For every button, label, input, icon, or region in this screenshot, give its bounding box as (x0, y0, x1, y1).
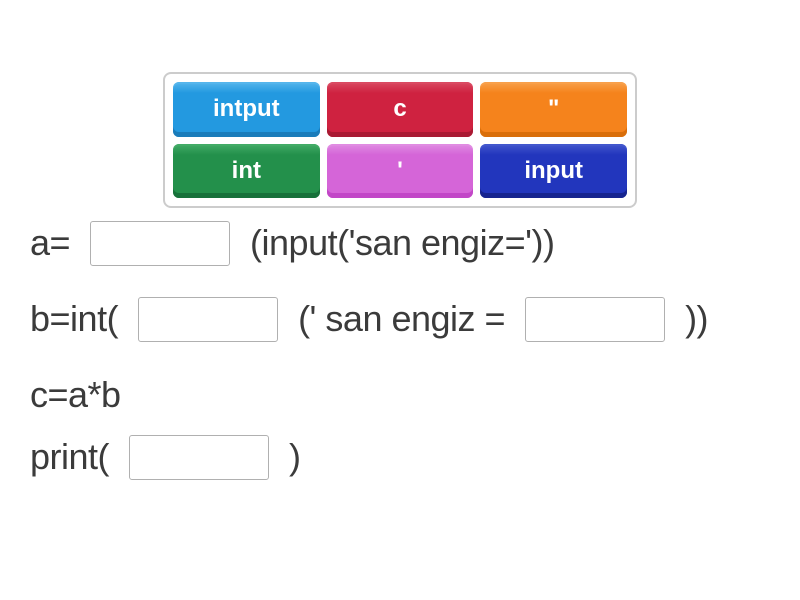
code-text: )) (685, 298, 709, 339)
code-text: (' san engiz = (298, 298, 506, 339)
word-tile-4[interactable]: int (173, 143, 320, 198)
word-tile-label: c (393, 95, 407, 123)
word-tile-5[interactable]: ' (326, 143, 474, 198)
code-text: (input('san engiz=')) (250, 222, 555, 263)
code-text: print( (30, 436, 110, 477)
code-line-4: print() (30, 432, 790, 482)
word-tile-label: intput (213, 95, 280, 123)
word-bank: intput c " int ' input (163, 72, 637, 208)
word-tile-2[interactable]: c (326, 82, 474, 137)
code-text: ) (289, 436, 301, 477)
answer-blank[interactable] (90, 220, 231, 266)
word-tile-6[interactable]: input (480, 143, 627, 198)
answer-blank[interactable] (129, 434, 270, 480)
word-tile-label: ' (397, 156, 403, 184)
code-line-1: a= (input('san engiz=')) (30, 218, 790, 268)
word-tile-label: int (231, 156, 261, 184)
word-tile-label: " (547, 95, 560, 123)
word-tile-label: input (524, 156, 583, 184)
answer-blank[interactable] (138, 296, 279, 342)
answer-blank[interactable] (525, 296, 666, 342)
word-tile-3[interactable]: " (480, 82, 627, 137)
code-line-2: b=int( (' san engiz =)) (30, 294, 790, 344)
exercise-lines: a= (input('san engiz=')) b=int( (' san engi… (30, 218, 790, 482)
code-text: a= (30, 222, 71, 263)
word-tile-1[interactable]: intput (173, 82, 320, 137)
code-line-3: c=a*b (30, 370, 790, 420)
code-text: b=int( (30, 298, 119, 339)
code-text: c=a*b (30, 374, 121, 415)
